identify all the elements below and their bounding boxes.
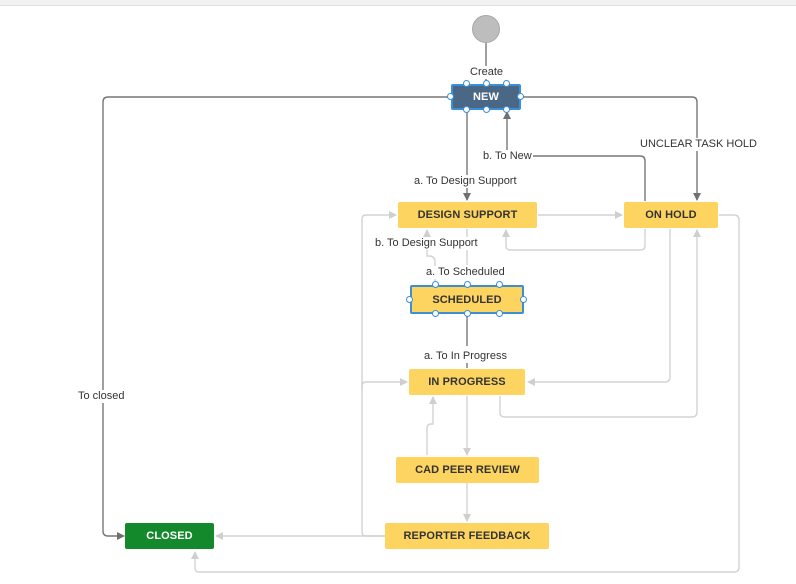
edge-reporter-to-design — [361, 211, 397, 390]
transition-label-a-to-in-progress[interactable]: a. To In Progress — [423, 350, 508, 363]
resize-handle[interactable] — [464, 281, 471, 288]
status-closed[interactable]: CLOSED — [125, 523, 214, 549]
resize-handle[interactable] — [483, 106, 490, 113]
status-on-hold-label: ON HOLD — [645, 209, 697, 221]
top-border — [0, 0, 796, 6]
resize-handle[interactable] — [520, 296, 527, 303]
resize-handle[interactable] — [496, 310, 503, 317]
transition-label-create[interactable]: Create — [469, 66, 505, 79]
edge-new-to-on-hold — [521, 96, 701, 201]
status-scheduled-label: SCHEDULED — [432, 293, 502, 306]
status-closed-label: CLOSED — [146, 530, 193, 542]
resize-handle[interactable] — [517, 93, 524, 100]
resize-handle[interactable] — [503, 80, 510, 87]
resize-handle[interactable] — [432, 310, 439, 317]
transition-label-b-to-design-support[interactable]: b. To Design Support — [374, 237, 479, 250]
resize-handle[interactable] — [463, 80, 470, 87]
status-on-hold[interactable]: ON HOLD — [624, 202, 718, 228]
resize-handle[interactable] — [406, 296, 413, 303]
resize-handle[interactable] — [447, 93, 454, 100]
edge-new-to-closed — [102, 96, 451, 540]
transition-label-to-closed[interactable]: To closed — [77, 390, 126, 403]
transition-label-unclear-task-hold[interactable]: UNCLEAR TASK HOLD — [639, 138, 758, 151]
resize-handle[interactable] — [464, 310, 471, 317]
resize-handle[interactable] — [503, 106, 510, 113]
edge-scheduled-to-design-b — [423, 229, 436, 285]
edge-cad-to-in-progress — [426, 396, 437, 455]
resize-handle[interactable] — [432, 281, 439, 288]
resize-handle[interactable] — [483, 80, 490, 87]
start-node[interactable] — [472, 15, 500, 43]
transition-label-a-to-design-support[interactable]: a. To Design Support — [413, 175, 518, 188]
status-reporter-feedback-label: REPORTER FEEDBACK — [403, 530, 531, 542]
edge-in-progress-to-on-hold — [499, 229, 701, 418]
edge-reporter-to-in-progress — [361, 378, 408, 537]
edge-on-hold-to-in-progress — [527, 229, 671, 386]
status-design-support[interactable]: DESIGN SUPPORT — [398, 202, 537, 228]
resize-handle[interactable] — [463, 106, 470, 113]
status-in-progress[interactable]: IN PROGRESS — [409, 369, 525, 395]
transition-label-b-to-new[interactable]: b. To New — [482, 150, 533, 163]
status-design-support-label: DESIGN SUPPORT — [417, 209, 518, 221]
edge-on-hold-to-design — [502, 229, 646, 251]
status-new-label: NEW — [473, 91, 499, 103]
transition-label-a-to-scheduled[interactable]: a. To Scheduled — [425, 266, 506, 279]
status-cad-peer-review-label: CAD PEER REVIEW — [415, 464, 520, 476]
status-cad-peer-review[interactable]: CAD PEER REVIEW — [396, 457, 539, 483]
resize-handle[interactable] — [496, 281, 503, 288]
status-reporter-feedback[interactable]: REPORTER FEEDBACK — [385, 523, 549, 549]
status-in-progress-label: IN PROGRESS — [428, 376, 506, 388]
edge-on-hold-to-closed — [191, 214, 740, 573]
